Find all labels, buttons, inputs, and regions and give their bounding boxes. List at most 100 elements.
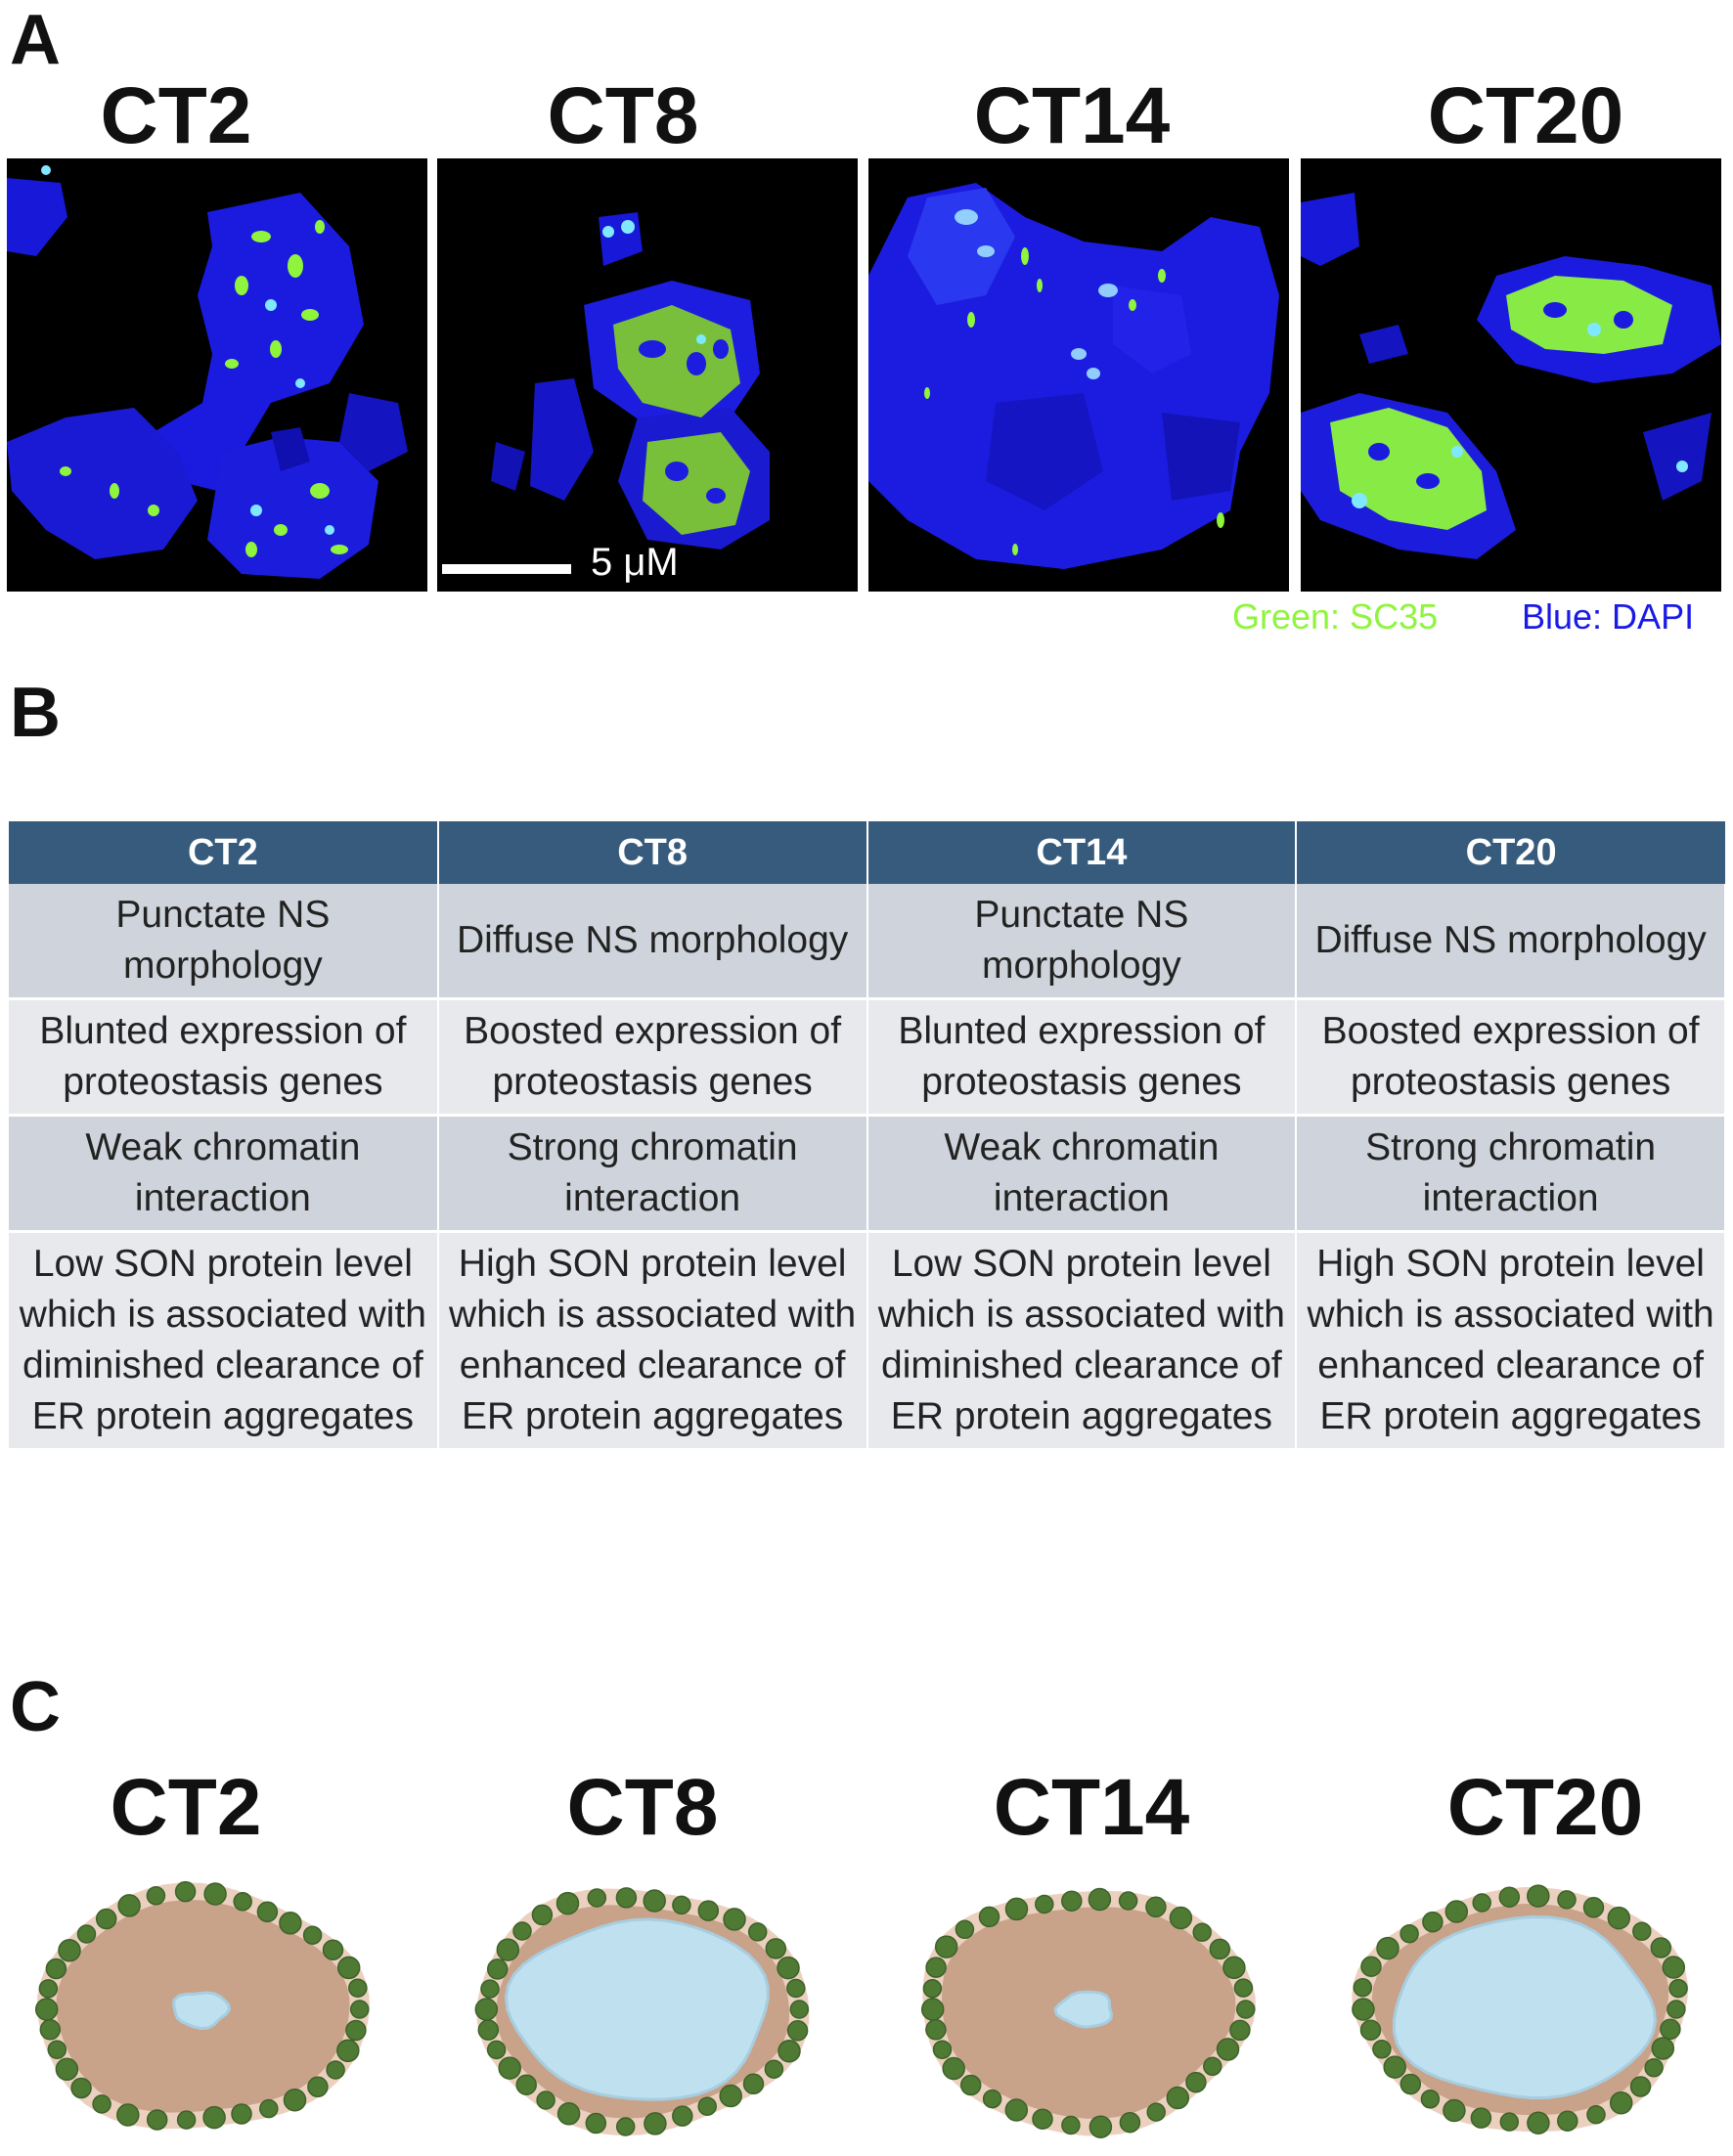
perinuclear-granule <box>1004 1897 1029 1921</box>
panel-b-letter: B <box>10 674 61 752</box>
perinuclear-granule <box>1527 2111 1550 2134</box>
perinuclear-granule <box>615 1887 638 1909</box>
perinuclear-granule <box>256 1901 279 1923</box>
perinuclear-granule <box>777 1956 800 1980</box>
perinuclear-granule <box>1557 2110 1578 2132</box>
perinuclear-granule <box>1088 1887 1112 1912</box>
perinuclear-granule <box>982 2089 1002 2109</box>
perinuclear-granule <box>920 1998 945 2021</box>
panel-c-title-ct14: CT14 <box>993 1763 1190 1852</box>
table-cell: Boosted expression of proteostasis genes <box>1296 998 1726 1117</box>
perinuclear-granule <box>615 2117 636 2136</box>
perinuclear-granule <box>531 1904 554 1926</box>
perinuclear-granule <box>922 1979 943 1999</box>
perinuclear-granule <box>556 2102 581 2126</box>
perinuclear-granule <box>1353 1977 1373 1998</box>
perinuclear-granule <box>1609 2090 1633 2115</box>
perinuclear-granule <box>38 1979 59 1999</box>
table-header-ct8: CT8 <box>437 821 868 884</box>
perinuclear-granule <box>174 1880 197 1903</box>
perinuclear-granule <box>959 2074 982 2096</box>
perinuclear-granule <box>1118 1891 1138 1911</box>
panel-a-title-ct8: CT8 <box>547 71 699 160</box>
perinuclear-granule <box>1499 2112 1520 2132</box>
perinuclear-granule <box>1422 1911 1444 1933</box>
perinuclear-granule <box>512 1921 532 1941</box>
perinuclear-granule <box>480 1979 500 1999</box>
cell-diagram-svg <box>474 1887 810 2136</box>
table-row: Blunted expression of proteostasis genes… <box>9 998 1726 1117</box>
table-row: Punctate NS morphology Diffuse NS morpho… <box>9 884 1726 1000</box>
perinuclear-granule <box>536 2090 555 2110</box>
perinuclear-granule <box>978 1906 1000 1928</box>
perinuclear-granule <box>1061 1890 1083 1912</box>
perinuclear-granule <box>1632 1921 1652 1941</box>
perinuclear-granule <box>39 2019 62 2041</box>
perinuclear-granule <box>1607 1906 1631 1930</box>
perinuclear-granule <box>1644 2057 1664 2078</box>
table-cell: Strong chromatin interaction <box>437 1115 868 1233</box>
panel-c-title-ct2: CT2 <box>110 1763 262 1852</box>
perinuclear-granule <box>1668 1978 1688 1999</box>
perinuclear-granule <box>1229 2019 1251 2042</box>
table-cell: Punctate NS morphology <box>866 884 1298 1000</box>
perinuclear-granule <box>1376 1936 1400 1960</box>
perinuclear-granule <box>1443 2098 1466 2123</box>
perinuclear-granule <box>778 2039 801 2063</box>
micrograph-ct8 <box>437 158 858 592</box>
table-cell: Low SON protein level which is associate… <box>866 1231 1298 1451</box>
perinuclear-granule <box>697 1900 720 1921</box>
perinuclear-granule <box>1372 2040 1392 2059</box>
cell-diagram-svg <box>920 1887 1256 2138</box>
perinuclear-granule <box>1470 2107 1492 2129</box>
perinuclear-granule <box>146 2109 168 2131</box>
perinuclear-granule <box>283 2088 307 2112</box>
perinuclear-granule <box>349 2000 370 2019</box>
perinuclear-granule <box>58 1939 81 1962</box>
perinuclear-granule <box>1651 2037 1675 2060</box>
perinuclear-granule <box>231 2103 252 2125</box>
cell-diagram-ct20 <box>1348 1872 1700 2156</box>
perinuclear-granule <box>203 1882 227 1906</box>
perinuclear-granule <box>764 2059 784 2079</box>
perinuclear-granule <box>1359 2019 1382 2041</box>
panel-a-title-ct14: CT14 <box>973 71 1171 160</box>
scale-bar-label: 5 μM <box>591 541 679 584</box>
table-cell: Blunted expression of proteostasis genes <box>866 998 1298 1117</box>
panel-a-title-ct2: CT2 <box>100 71 252 160</box>
perinuclear-granule <box>786 1978 806 1999</box>
table-header-row: CT2 CT8 CT14 CT20 <box>9 821 1725 884</box>
perinuclear-granule <box>348 1978 368 1998</box>
perinuclear-granule <box>1650 1937 1672 1958</box>
table-row: Low SON protein level which is associate… <box>9 1231 1726 1451</box>
perinuclear-granule <box>474 1998 499 2021</box>
perinuclear-granule <box>1145 1896 1167 1918</box>
perinuclear-granule <box>95 1908 117 1930</box>
perinuclear-granule <box>765 1938 787 1959</box>
perinuclear-granule <box>70 2077 92 2099</box>
perinuclear-granule <box>585 2112 607 2134</box>
panel-c-title-ct8: CT8 <box>566 1763 719 1852</box>
perinuclear-granule <box>55 2057 79 2082</box>
perinuclear-granule <box>1557 1890 1577 1910</box>
perinuclear-granule <box>1203 2056 1222 2077</box>
perinuclear-granule <box>934 1935 958 1958</box>
perinuclear-granule <box>1235 2000 1256 2019</box>
perinuclear-granule <box>1360 1956 1382 1977</box>
table-header-ct14: CT14 <box>866 821 1298 884</box>
perinuclear-granule <box>1586 2104 1606 2125</box>
micrograph-ct2 <box>7 158 427 592</box>
table-cell: High SON protein level which is associat… <box>1296 1231 1726 1451</box>
perinuclear-granule <box>742 2073 765 2095</box>
perinuclear-granule <box>1629 2076 1652 2097</box>
perinuclear-granule <box>644 2112 667 2135</box>
nuclear-speckle-punctate <box>171 1991 232 2031</box>
perinuclear-granule <box>555 1891 580 1915</box>
nuclear-speckle-diffuse <box>504 1917 770 2101</box>
perinuclear-granule <box>322 1939 344 1960</box>
perinuclear-granule <box>697 2096 717 2116</box>
legend-blue-label: Blue: DAPI <box>1522 596 1695 637</box>
perinuclear-granule <box>92 2094 111 2114</box>
table-cell: High SON protein level which is associat… <box>437 1231 868 1451</box>
perinuclear-granule <box>955 1919 975 1940</box>
